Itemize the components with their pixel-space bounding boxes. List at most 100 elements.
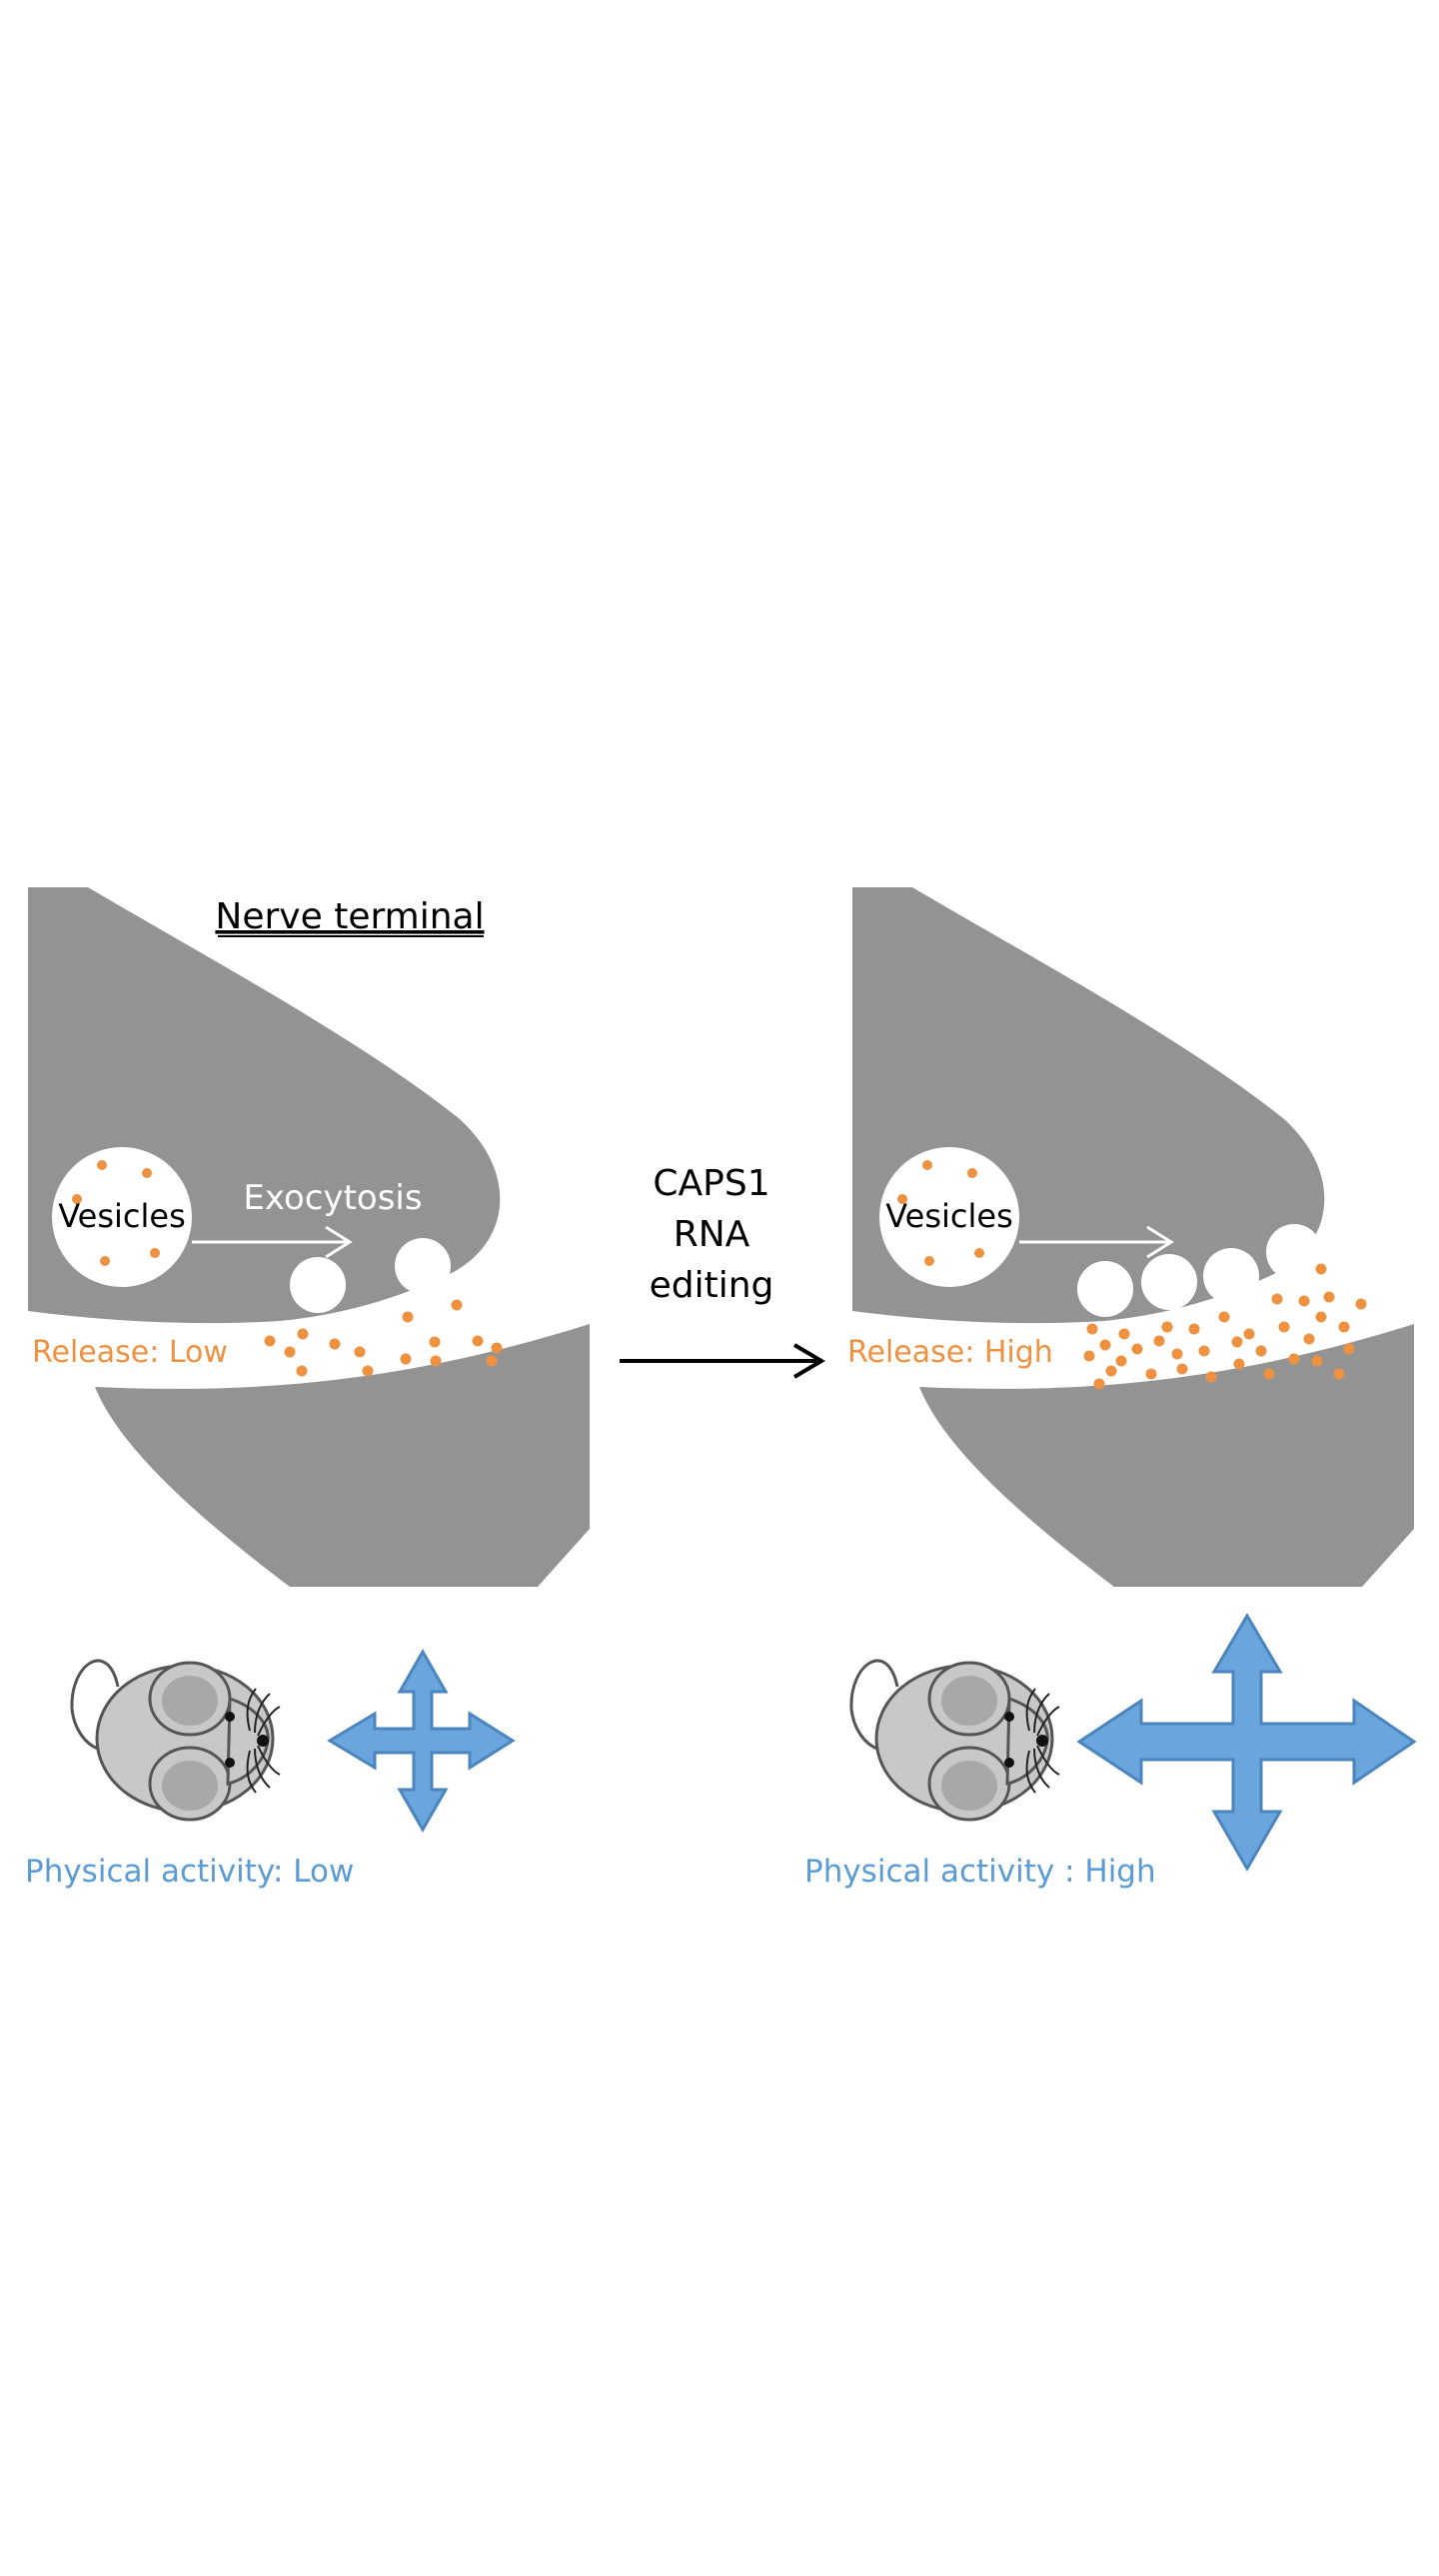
transmitter-dot: [100, 1256, 110, 1266]
transmitter-dot: [430, 1355, 442, 1367]
transmitter-dot: [1188, 1323, 1200, 1335]
transmitter-dot: [1083, 1350, 1095, 1362]
transmitter-dot: [354, 1346, 366, 1358]
exocytosis-label: Exocytosis: [243, 1178, 422, 1218]
transmitter-dots-vesicle-left: [72, 1160, 160, 1266]
right-arrow-icon: [620, 1343, 825, 1379]
transmitter-dot: [1355, 1298, 1367, 1310]
mouse-eye: [225, 1712, 235, 1722]
transmitter-dot: [897, 1194, 907, 1204]
transmitter-dot: [142, 1168, 152, 1178]
transmitter-dot: [1118, 1328, 1130, 1340]
transmitter-dot: [1311, 1355, 1323, 1367]
mouse-ear-inner: [162, 1761, 218, 1811]
mouse-nose: [257, 1735, 269, 1747]
transmitter-dot: [1243, 1328, 1255, 1340]
transmitter-dot: [1288, 1353, 1300, 1365]
transmitter-dot: [329, 1338, 341, 1350]
transmitter-dot: [1131, 1343, 1143, 1355]
transmitter-dot: [1338, 1321, 1350, 1333]
transmitter-dot: [1343, 1343, 1355, 1355]
transmitter-dot: [1233, 1358, 1245, 1370]
diagram-title: Nerve terminal: [215, 896, 484, 937]
mouse-eye: [1004, 1758, 1014, 1768]
transmitter-dot: [1255, 1345, 1267, 1357]
transmitter-dot: [297, 1328, 309, 1340]
mouse-eye: [1004, 1712, 1014, 1722]
transmitter-dot: [1333, 1368, 1345, 1380]
postsynaptic-left: [95, 1324, 590, 1587]
transmitter-dot: [1093, 1378, 1105, 1390]
transmitter-dot: [72, 1194, 82, 1204]
transmitter-dot: [1303, 1333, 1315, 1345]
four-way-arrow-icon-small: [327, 1648, 516, 1834]
mouse-icon: [849, 1659, 1060, 1822]
vesicles-label-left: Vesicles: [58, 1197, 186, 1235]
transmitter-dot: [400, 1353, 412, 1365]
mouse-tail: [70, 1659, 120, 1751]
transmitter-dot: [1315, 1263, 1327, 1275]
mouse-icon: [70, 1659, 281, 1822]
transmitter-dot: [974, 1248, 984, 1258]
exocytosis-arrow-left: [192, 1225, 353, 1259]
transmitter-dot: [264, 1335, 276, 1347]
transmitter-dot: [1205, 1371, 1217, 1383]
transmitter-dot: [924, 1256, 934, 1266]
transmitter-dot: [1198, 1345, 1210, 1357]
transmitter-dot: [402, 1311, 414, 1323]
transmitter-dot: [491, 1342, 503, 1354]
transmitter-dot: [1315, 1311, 1327, 1323]
transmitter-dot: [296, 1365, 308, 1377]
transmitter-dot: [1115, 1355, 1127, 1367]
mouse-eye: [225, 1758, 235, 1768]
transmitter-dot: [362, 1365, 374, 1377]
transmitter-dot: [284, 1346, 296, 1358]
transmitter-dot: [1161, 1321, 1173, 1333]
fusing-vesicles-right: [1077, 1224, 1322, 1317]
transmitter-dot: [1323, 1291, 1335, 1303]
fusing-vesicle: [395, 1238, 451, 1294]
released-transmitter-right: [1083, 1263, 1367, 1390]
transmitter-dot: [1171, 1348, 1183, 1360]
activity-label-left: Physical activity: Low: [25, 1854, 354, 1890]
transmitter-dot: [429, 1336, 441, 1348]
transmitter-dot: [150, 1248, 160, 1258]
four-way-arrow-icon-large: [1076, 1613, 1417, 1872]
transmitter-dot: [1176, 1363, 1188, 1375]
fusing-vesicle: [290, 1257, 346, 1313]
transmitter-dot: [1263, 1368, 1275, 1380]
editing-label: editing: [650, 1265, 774, 1306]
transmitter-dot: [1145, 1368, 1157, 1380]
transmitter-dot: [1105, 1365, 1117, 1377]
fusing-vesicle: [1203, 1248, 1259, 1304]
transmitter-dot: [967, 1168, 977, 1178]
transmitter-dot: [451, 1299, 463, 1311]
transmitter-dot: [922, 1160, 932, 1170]
activity-label-right: Physical activity : High: [804, 1854, 1156, 1890]
transmitter-dot: [1271, 1293, 1283, 1305]
rna-label: RNA: [674, 1214, 750, 1255]
transmitter-dot: [1086, 1323, 1098, 1335]
mouse-ear-inner: [162, 1676, 218, 1726]
vesicles-label-right: Vesicles: [885, 1197, 1013, 1235]
center-transition: CAPS1 RNA editing: [620, 1163, 825, 1379]
fusing-vesicle: [1077, 1261, 1133, 1317]
transmitter-dot: [1218, 1311, 1230, 1323]
transmitter-dot: [1231, 1336, 1243, 1348]
right-panel: Vesicles Release: High: [804, 887, 1417, 1890]
mouse-nose: [1036, 1735, 1048, 1747]
mouse-whiskers: [246, 1688, 281, 1794]
postsynaptic-right: [919, 1324, 1414, 1587]
transmitter-dots-vesicle-right: [897, 1160, 984, 1266]
caps1-label: CAPS1: [653, 1163, 769, 1204]
transmitter-dot: [486, 1355, 498, 1367]
transmitter-dot: [1298, 1295, 1310, 1307]
mouse-ear-inner: [941, 1676, 997, 1726]
fusing-vesicle: [1141, 1254, 1197, 1310]
left-panel: Vesicles Exocytosis Release: Low: [25, 887, 590, 1890]
transmitter-dot: [1278, 1321, 1290, 1333]
fusing-vesicles-left: [290, 1238, 451, 1313]
transmitter-dot: [97, 1160, 107, 1170]
release-label-left: Release: Low: [32, 1335, 228, 1370]
